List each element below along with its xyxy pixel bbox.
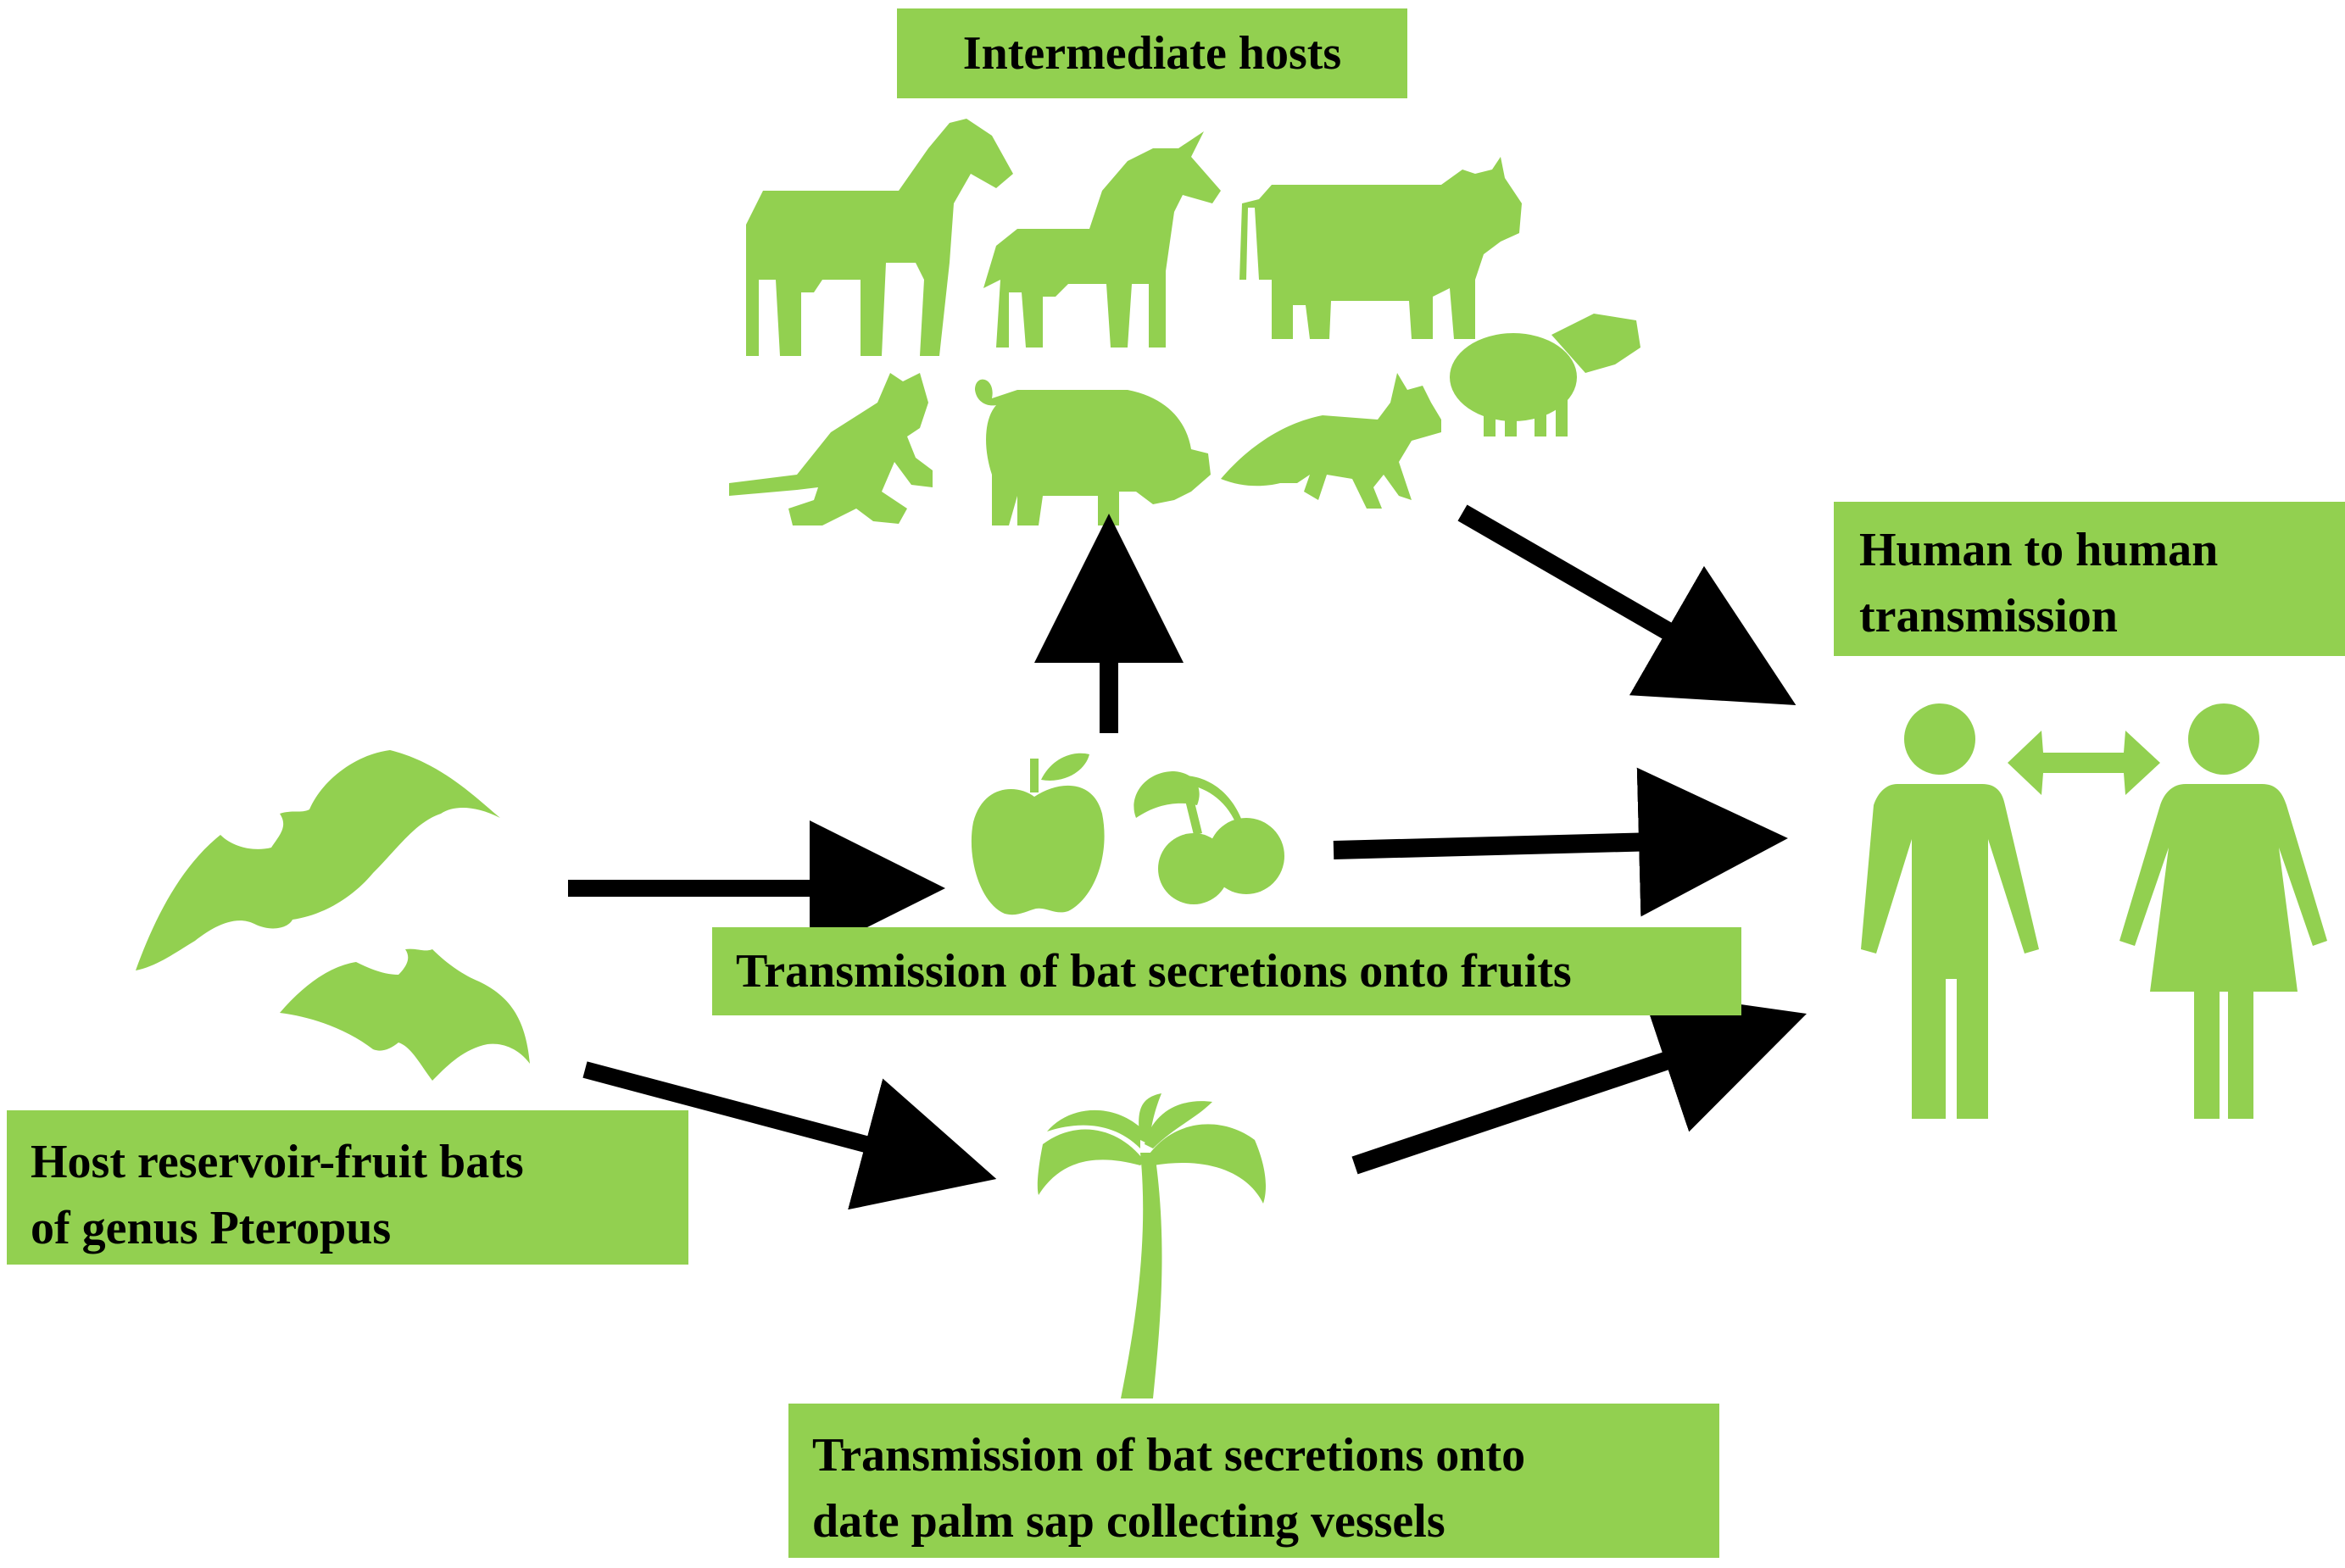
cow-icon	[1239, 157, 1522, 339]
human-transmission-label: Human to human transmission	[1834, 502, 2345, 656]
palm-sap-transmission-label: Transmission of bat secretions onto date…	[788, 1404, 1719, 1558]
pony-icon	[983, 131, 1221, 348]
palm-sap-line2: date palm sap collecting vessels	[812, 1495, 1445, 1548]
palm-tree-icon	[1037, 1093, 1266, 1398]
horse-icon	[746, 119, 1013, 356]
human-to-human-arrow	[2008, 731, 2160, 795]
fox-icon	[1221, 373, 1441, 509]
intermediate-hosts-text: Intermediate hosts	[962, 27, 1342, 80]
host-reservoir-line2: of genus Pteropus	[31, 1202, 392, 1254]
human-transmission-line2: transmission	[1859, 590, 2118, 642]
host-reservoir-label: Host reservoir-fruit bats of genus Ptero…	[7, 1110, 688, 1265]
arrow-palm-to-humans	[1351, 990, 1807, 1175]
arrow-fruits-to-humans	[1333, 767, 1788, 917]
host-reservoir-line1: Host reservoir-fruit bats	[31, 1136, 524, 1188]
arrow-bats-to-palm	[582, 1061, 997, 1210]
intermediate-hosts-label: Intermediate hosts	[897, 8, 1407, 98]
man-icon	[1861, 703, 2039, 1119]
bat-icon	[136, 750, 500, 970]
fruits-transmission-label: Transmission of bat secretions onto frui…	[712, 927, 1741, 1015]
bat-icon	[280, 948, 530, 1081]
human-transmission-line1: Human to human	[1859, 524, 2219, 576]
woman-icon	[2119, 703, 2327, 1119]
fruits-transmission-text: Transmission of bat secretions onto frui…	[736, 945, 1572, 998]
pig-icon	[975, 379, 1211, 525]
palm-sap-line1: Transmission of bat secretions onto	[812, 1429, 1526, 1482]
cat-icon	[729, 373, 933, 525]
cherries-icon	[1134, 771, 1284, 904]
arrow-intermediate-to-humans	[1457, 504, 1796, 705]
apple-icon	[971, 753, 1105, 915]
sheep-icon	[1450, 314, 1640, 436]
